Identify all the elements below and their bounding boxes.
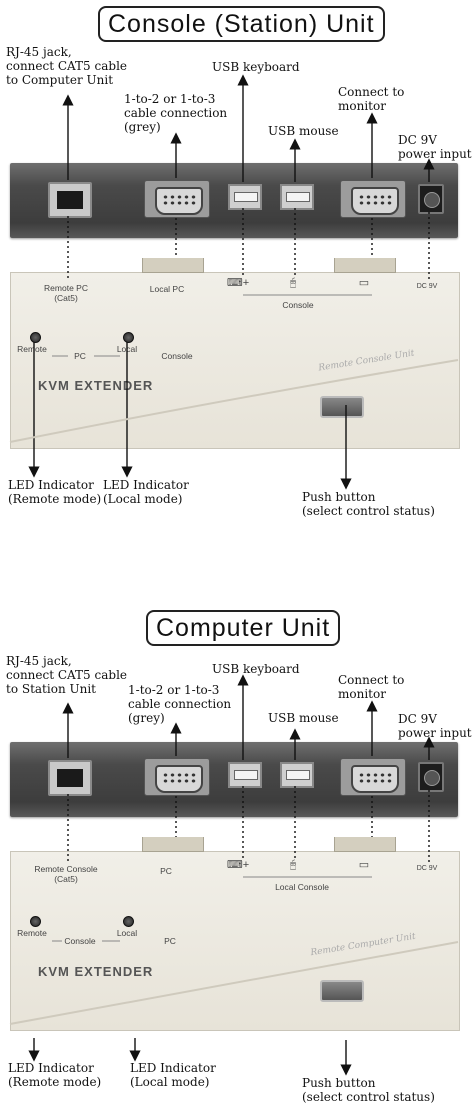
label-rj45: RJ-45 jack, connect CAT5 cable to Statio… — [6, 654, 128, 696]
dc-small-text: DC 9V — [416, 865, 438, 872]
label-led-remote: LED Indicator (Remote mode) — [8, 1061, 102, 1089]
label-usb-keyboard: USB keyboard — [212, 60, 300, 74]
brand-logo: KVM EXTENDER — [38, 378, 154, 393]
usb-mouse-port — [280, 184, 314, 210]
label-led-local: LED Indicator (Local mode) — [130, 1061, 216, 1089]
monitor-symbol-icon: ▭ — [358, 859, 370, 871]
local-port-text: PC — [160, 866, 172, 876]
label-power: DC 9V power input — [398, 133, 472, 161]
label-monitor: Connect to monitor — [338, 85, 405, 113]
rj45-port — [48, 760, 92, 796]
led-remote-icon — [30, 332, 41, 343]
cable-connection-port — [144, 180, 210, 218]
usb-mouse-port — [280, 762, 314, 788]
front-panel — [10, 272, 460, 449]
label-cable: 1-to-2 or 1-to-3 cable connection (grey) — [128, 683, 232, 725]
led-remote-text: Remote — [17, 928, 47, 938]
push-button[interactable] — [320, 980, 364, 1002]
label-monitor: Connect to monitor — [338, 673, 405, 701]
section-title: Computer Unit — [146, 610, 341, 646]
mode-right-text: PC — [164, 936, 176, 946]
front-panel — [10, 851, 460, 1031]
label-push-button: Push button (select control status) — [302, 490, 435, 518]
dc-power-port — [418, 184, 444, 214]
monitor-symbol-icon: ▭ — [358, 277, 370, 289]
rj45-port — [48, 182, 92, 218]
cable-connection-port — [144, 758, 210, 796]
brand-logo: KVM EXTENDER — [38, 964, 154, 979]
label-power: DC 9V power input — [398, 712, 472, 740]
console-group-text: Local Console — [275, 882, 329, 892]
label-cable: 1-to-2 or 1-to-3 cable connection (grey) — [124, 92, 228, 134]
label-push-button: Push button (select control status) — [302, 1076, 435, 1104]
keyboard-symbol-icon: ⌨+ — [226, 859, 250, 871]
led-remote-icon — [30, 916, 41, 927]
label-led-remote: LED Indicator (Remote mode) — [8, 478, 102, 506]
label-usb-keyboard: USB keyboard — [212, 662, 300, 676]
led-remote-text: Remote — [17, 344, 47, 354]
local-port-text: Local PC — [149, 284, 185, 294]
monitor-port — [340, 758, 406, 796]
led-local-text: Local — [116, 928, 138, 938]
dc-small-text: DC 9V — [416, 283, 438, 290]
usb-keyboard-port — [228, 184, 262, 210]
label-usb-mouse: USB mouse — [268, 711, 339, 725]
label-led-local: LED Indicator (Local mode) — [103, 478, 189, 506]
remote-port-text: Remote Console (Cat5) — [34, 864, 98, 884]
usb-keyboard-port — [228, 762, 262, 788]
mode-left-text: Console — [64, 936, 96, 946]
monitor-port — [340, 180, 406, 218]
label-usb-mouse: USB mouse — [268, 124, 339, 138]
dc-power-port — [418, 762, 444, 792]
push-button[interactable] — [320, 396, 364, 418]
mode-left-text: PC — [74, 351, 86, 361]
mouse-symbol-icon: 🖰 — [289, 277, 297, 289]
rear-connector — [142, 837, 204, 852]
remote-port-text: Remote PC (Cat5) — [44, 283, 88, 303]
rear-connector — [334, 258, 396, 273]
console-group-text: Console — [282, 300, 314, 310]
rear-connector — [334, 837, 396, 852]
label-rj45: RJ-45 jack, connect CAT5 cable to Comput… — [6, 45, 128, 87]
section-title: Console (Station) Unit — [98, 6, 385, 42]
led-local-icon — [123, 916, 134, 927]
keyboard-symbol-icon: ⌨+ — [226, 277, 250, 289]
mode-right-text: Console — [161, 351, 193, 361]
rear-connector — [142, 258, 204, 273]
mouse-symbol-icon: 🖰 — [289, 859, 297, 871]
led-local-icon — [123, 332, 134, 343]
